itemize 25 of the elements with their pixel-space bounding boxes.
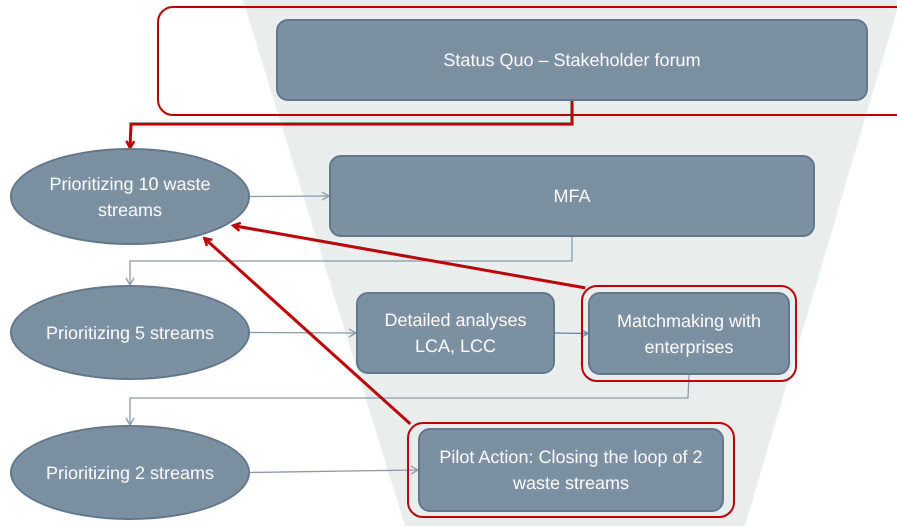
node-text: Matchmaking with enterprises [616, 310, 762, 359]
node-text: Prioritizing 2 streams [46, 462, 214, 485]
highlight-frame [581, 285, 797, 382]
highlight-frame [407, 422, 735, 518]
process-box [418, 428, 724, 512]
node-text: Status Quo – Stakeholder forum [443, 49, 701, 72]
arrow [250, 465, 419, 475]
arrow [555, 328, 589, 338]
process-box [588, 292, 790, 375]
node-text: Prioritizing 10 waste streams [48, 172, 212, 222]
node-text: MFA [553, 185, 590, 208]
process-box [329, 155, 815, 237]
node-text: Pilot Action: Closing the loop of 2 waste streams [438, 446, 704, 495]
arrow [232, 222, 586, 290]
arrow [125, 374, 690, 426]
arrow [125, 237, 573, 286]
process-box [276, 19, 868, 101]
node-text: Prioritizing 5 streams [46, 322, 214, 345]
process-box [356, 292, 555, 374]
arrow [250, 328, 357, 338]
node-text: Detailed analyses LCA, LCC [383, 309, 528, 358]
arrow [125, 101, 574, 150]
arrow [203, 236, 412, 426]
highlight-frame [157, 6, 897, 116]
arrow [250, 191, 330, 201]
